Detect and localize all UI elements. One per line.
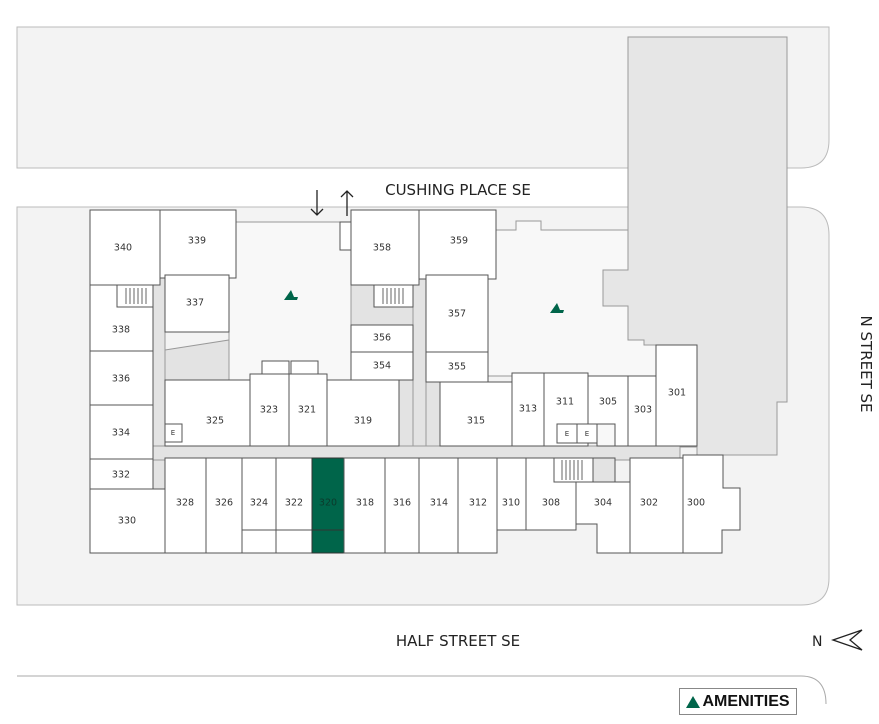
amenity-icon [686,695,701,708]
svg-text:326: 326 [215,498,233,509]
svg-text:337: 337 [186,298,204,309]
amenities-label: AMENITIES [702,692,790,710]
svg-text:312: 312 [469,498,487,509]
unit-357[interactable]: 357 [425,274,489,353]
svg-text:302: 302 [640,498,658,509]
unit-340[interactable]: 340 [89,209,161,286]
north-arrow-icon [831,629,863,651]
svg-text:301: 301 [668,388,686,399]
unit-356[interactable]: 356 [350,324,414,353]
unit-319[interactable]: 319 [326,379,400,447]
svg-text:315: 315 [467,416,485,427]
stairs-center [373,284,414,308]
unit-359[interactable]: 359 [418,209,497,280]
unit-332[interactable]: 332 [89,458,154,490]
svg-text:355: 355 [448,362,466,373]
unit-354[interactable]: 354 [350,351,414,381]
unit-316[interactable]: 316 [384,457,420,554]
svg-text:308: 308 [542,498,560,509]
svg-text:358: 358 [373,243,391,254]
entrance-arrows-icon [310,190,354,216]
stairs-west [116,284,154,308]
unit-313[interactable]: 313 [511,372,545,447]
svg-text:334: 334 [112,428,130,439]
unit-315[interactable]: 315 [439,381,513,447]
amenity-marker-west-courtyard-icon[interactable] [284,290,298,300]
compass-label: N [812,634,822,650]
svg-text:336: 336 [112,374,130,385]
svg-text:E: E [565,430,569,438]
unit-303[interactable]: 303 [627,375,659,447]
unit-318[interactable]: 318 [343,457,386,554]
svg-text:319: 319 [354,416,372,427]
svg-text:316: 316 [393,498,411,509]
svg-text:330: 330 [118,516,136,527]
unit-324[interactable]: 324 [241,457,277,554]
unit-334[interactable]: 334 [89,404,154,460]
unit-355[interactable]: 355 [425,351,489,383]
unit-358[interactable]: 358 [339,209,420,286]
unit-302[interactable]: 302 [629,457,684,554]
svg-text:314: 314 [430,498,448,509]
unit-326[interactable]: 326 [205,457,243,554]
amenity-marker-east-courtyard-icon[interactable] [550,303,564,313]
unit-323[interactable]: 323 [249,360,290,447]
svg-text:313: 313 [519,404,537,415]
svg-text:E: E [585,430,589,438]
stairs-south [553,457,616,483]
unit-310[interactable]: 310 [496,457,527,531]
svg-text:303: 303 [634,405,652,416]
unit-337[interactable]: 337 [164,274,230,333]
svg-text:339: 339 [188,236,206,247]
elevator-west: E [164,423,183,443]
unit-301[interactable]: 301 [655,344,698,447]
unit-336[interactable]: 336 [89,350,154,406]
svg-text:E: E [171,429,175,437]
svg-text:332: 332 [112,470,130,481]
svg-text:324: 324 [250,498,268,509]
street-label-north: CUSHING PLACE SE [385,181,531,199]
unit-328[interactable]: 328 [164,457,207,554]
svg-text:357: 357 [448,309,466,320]
svg-text:323: 323 [260,405,278,416]
unit-330[interactable]: 330 [89,488,166,554]
unit-339[interactable]: 339 [159,209,237,279]
svg-text:340: 340 [114,243,132,254]
unit-321[interactable]: 321 [288,360,328,447]
unit-322[interactable]: 322 [275,457,313,554]
svg-text:356: 356 [373,333,391,344]
svg-text:320: 320 [319,498,337,509]
unit-312[interactable]: 312 [457,457,498,554]
svg-text:328: 328 [176,498,194,509]
svg-text:311: 311 [556,397,574,408]
svg-text:304: 304 [594,498,612,509]
svg-text:325: 325 [206,416,224,427]
amenities-legend: AMENITIES [679,688,797,715]
north-block [16,26,830,169]
svg-text:321: 321 [298,405,316,416]
svg-text:354: 354 [373,361,391,372]
units: 340 339 337 338 336 334 332 330 328 326 … [89,209,741,554]
south-curb [17,675,827,705]
svg-text:338: 338 [112,325,130,336]
unit-300[interactable]: 300 [682,454,741,554]
courtyard-west [228,221,352,381]
unit-314[interactable]: 314 [418,457,459,554]
street-label-east: N STREET SE [857,316,875,413]
unit-320-selected[interactable]: 320 [311,457,345,554]
svg-text:305: 305 [599,397,617,408]
street-label-south: HALF STREET SE [396,632,520,650]
svg-text:300: 300 [687,498,705,509]
svg-text:310: 310 [502,498,520,509]
svg-text:322: 322 [285,498,303,509]
svg-text:318: 318 [356,498,374,509]
svg-text:359: 359 [450,236,468,247]
